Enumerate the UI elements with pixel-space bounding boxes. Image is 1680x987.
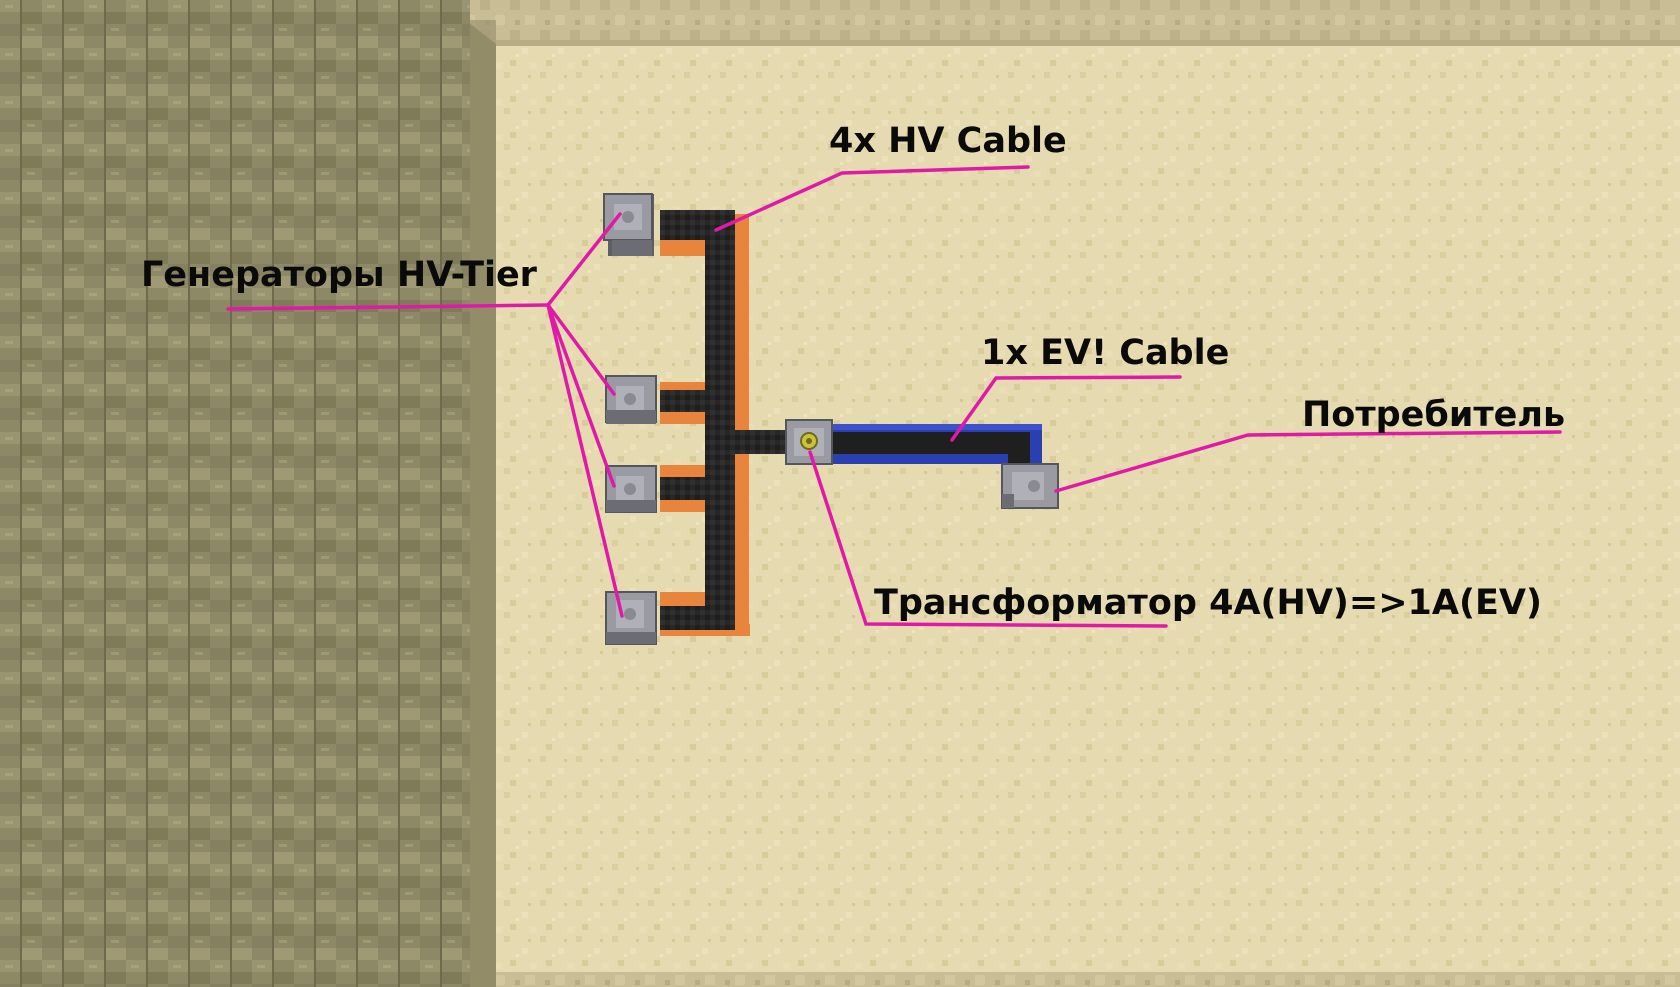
- leader-generator-3: [546, 303, 616, 488]
- generator-block-3: [605, 465, 657, 513]
- left-wall: [0, 0, 470, 987]
- leader-generator-4: [546, 303, 624, 618]
- label-transformer: Трансформатор 4A(HV)=>1A(EV): [874, 583, 1542, 623]
- left-wall-edge: [470, 20, 496, 987]
- generator-block-4: [605, 591, 657, 645]
- label-hv-cable: 4x HV Cable: [829, 121, 1067, 161]
- label-ev-cable: 1x EV! Cable: [981, 333, 1230, 373]
- label-generators: Генераторы HV-Tier: [141, 255, 537, 295]
- hv-cable-network: [660, 210, 795, 636]
- leader-generator-1: [546, 212, 622, 307]
- back-wall-shadow: [496, 40, 1680, 46]
- leader-generator-2: [546, 303, 616, 396]
- leader-consumer: [1054, 430, 1562, 493]
- ev-cable: [830, 424, 1042, 484]
- leader-hv-cable: [714, 165, 1030, 232]
- back-wall-top: [440, 0, 1680, 44]
- generator-block-2: [605, 375, 657, 424]
- leader-generators-underline: [226, 303, 550, 311]
- bottom-wall-edge: [496, 972, 1680, 987]
- leader-ev-cable: [950, 375, 1182, 442]
- leader-lines: [226, 165, 1562, 628]
- consumer-block: [1001, 463, 1059, 509]
- transformer-block: [785, 419, 833, 465]
- leader-transformer: [808, 450, 1168, 628]
- label-consumer: Потребитель: [1302, 395, 1566, 435]
